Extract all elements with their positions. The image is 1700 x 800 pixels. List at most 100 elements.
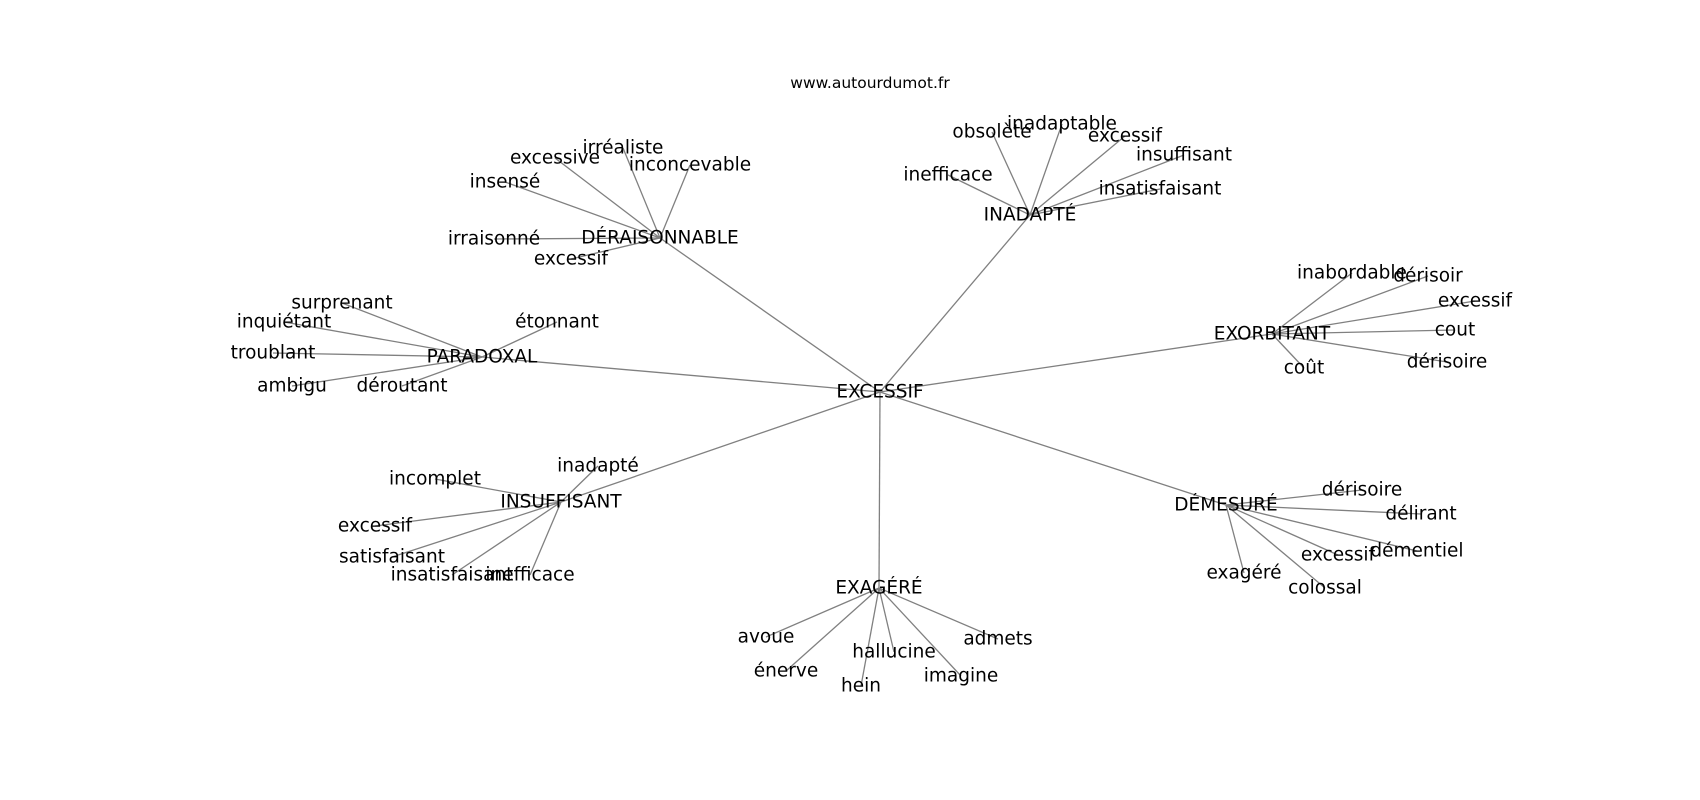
leaf-node-label: excessif [338, 516, 413, 537]
leaf-node-label: insuffisant [1136, 145, 1232, 166]
leaf-node-label: excessif [1088, 126, 1163, 147]
edge-group-to-leaf [1271, 333, 1448, 363]
leaf-node-label: incomplet [389, 469, 481, 490]
leaf-node-label: admets [963, 629, 1032, 650]
edge-group-to-leaf [878, 587, 895, 653]
edge-group-to-leaf [1225, 504, 1245, 574]
leaf-node-label: délirant [1385, 504, 1456, 525]
edge-group-to-leaf [765, 587, 880, 638]
leaf-node-label: démentiel [1370, 541, 1463, 562]
edge-center-to-group [560, 391, 881, 503]
edge-group-to-leaf [785, 587, 880, 672]
leaf-node-label: déroutant [357, 376, 448, 397]
leaf-node-label: surprenant [291, 293, 392, 314]
edge-group-to-leaf [1225, 504, 1422, 515]
edge-center-to-group [659, 237, 881, 393]
edge-group-to-leaf [481, 321, 558, 358]
edge-group-to-leaf [504, 181, 661, 239]
group-node-label: EXAGÉRÉ [835, 577, 922, 599]
leaf-node-label: dérisoire [1322, 480, 1403, 501]
leaf-node-label: excessif [534, 249, 609, 270]
edge-group-to-leaf [659, 164, 691, 239]
leaf-node-label: cout [1435, 320, 1475, 341]
leaf-node-label: inadapté [557, 456, 639, 477]
leaf-node-label: excessive [510, 148, 600, 169]
leaf-node-label: inabordable [1297, 263, 1407, 284]
leaf-node-label: étonnant [515, 312, 599, 333]
edge-group-to-leaf [991, 131, 1031, 216]
edge-center-to-group [879, 333, 1273, 393]
edge-group-to-leaf [570, 237, 661, 260]
leaf-node-label: exagéré [1206, 563, 1281, 584]
edge-group-to-leaf [1271, 272, 1353, 335]
edge-group-to-leaf [451, 501, 562, 576]
leaf-node-label: inefficace [485, 565, 574, 586]
group-node-label: INSUFFISANT [500, 492, 622, 513]
leaf-node-label: inconcevable [629, 155, 751, 176]
leaf-node-label: excessif [1438, 291, 1513, 312]
leaf-node-label: obsolète [952, 122, 1031, 143]
edge-group-to-leaf [1271, 333, 1305, 369]
edge-group-to-leaf [1029, 123, 1063, 216]
edge-group-to-leaf [341, 302, 483, 358]
leaf-node-label: colossal [1288, 578, 1362, 599]
edge-group-to-leaf [878, 587, 962, 677]
labels: EXCESSIF DÉRAISONNABLE irréalisteexcessive… [231, 114, 1513, 697]
edge-group-to-leaf [878, 587, 999, 640]
edge-group-to-leaf [947, 174, 1031, 216]
source-url: www.autourdumot.fr [790, 74, 950, 92]
leaf-node-label: imagine [924, 666, 999, 687]
edge-group-to-leaf [1225, 504, 1326, 589]
edge-group-to-leaf [401, 356, 483, 387]
edge-group-to-leaf [1271, 329, 1456, 335]
leaf-node-label: insatisfaisant [1099, 179, 1222, 200]
leaf-node-label: énerve [754, 661, 818, 682]
edge-group-to-leaf [622, 147, 661, 239]
edge-group-to-leaf [1271, 275, 1429, 335]
edge-group-to-leaf [391, 501, 562, 558]
leaf-node-label: insatisfaisant [391, 565, 514, 586]
edge-group-to-leaf [554, 157, 661, 239]
edge-group-to-leaf [1029, 154, 1185, 216]
group-node-label: PARADOXAL [427, 347, 538, 368]
edge-group-to-leaf [434, 478, 562, 503]
leaf-node-label: hein [841, 676, 881, 697]
edges [272, 123, 1476, 687]
edge-group-to-leaf [493, 237, 661, 240]
leaf-node-label: ambigu [257, 376, 327, 397]
leaf-node-label: satisfaisant [339, 547, 445, 568]
leaf-node-label: troublant [231, 343, 316, 364]
leaf-node-label: hallucine [852, 642, 936, 663]
leaf-node-label: inquiétant [237, 312, 331, 333]
leaf-node-label: avoue [738, 627, 795, 648]
edge-group-to-leaf [860, 587, 880, 687]
leaf-node-label: excessif [1301, 545, 1376, 566]
edge-group-to-leaf [272, 352, 483, 358]
group-node-label: INADAPTÉ [984, 204, 1077, 226]
center-node-label: EXCESSIF [836, 382, 923, 403]
edge-group-to-leaf [1271, 300, 1476, 335]
edge-center-to-group [481, 356, 881, 393]
leaf-node-label: coût [1284, 358, 1324, 379]
group-node-label: DÉMESURÉ [1174, 494, 1277, 516]
group-node-label: EXORBITANT [1214, 324, 1331, 345]
edge-group-to-leaf [374, 501, 562, 527]
leaf-node-label: irréaliste [583, 138, 664, 159]
edge-center-to-group [878, 391, 881, 589]
leaf-node-label: inefficace [903, 165, 992, 186]
edge-group-to-leaf [529, 501, 562, 576]
edge-group-to-leaf [1225, 504, 1418, 552]
edge-group-to-leaf [291, 356, 483, 387]
edge-center-to-group [879, 214, 1031, 393]
edge-group-to-leaf [1225, 504, 1339, 556]
leaf-node-label: dérisoir [1393, 266, 1463, 287]
edge-group-to-leaf [1225, 489, 1363, 506]
group-node-label: DÉRAISONNABLE [581, 227, 738, 249]
leaf-node-label: irraisonné [448, 229, 540, 250]
leaf-node-label: insensé [470, 172, 541, 193]
leaf-node-label: dérisoire [1407, 352, 1488, 373]
edge-center-to-group [879, 391, 1227, 506]
edge-group-to-leaf [283, 321, 483, 358]
edge-group-to-leaf [1029, 135, 1126, 216]
